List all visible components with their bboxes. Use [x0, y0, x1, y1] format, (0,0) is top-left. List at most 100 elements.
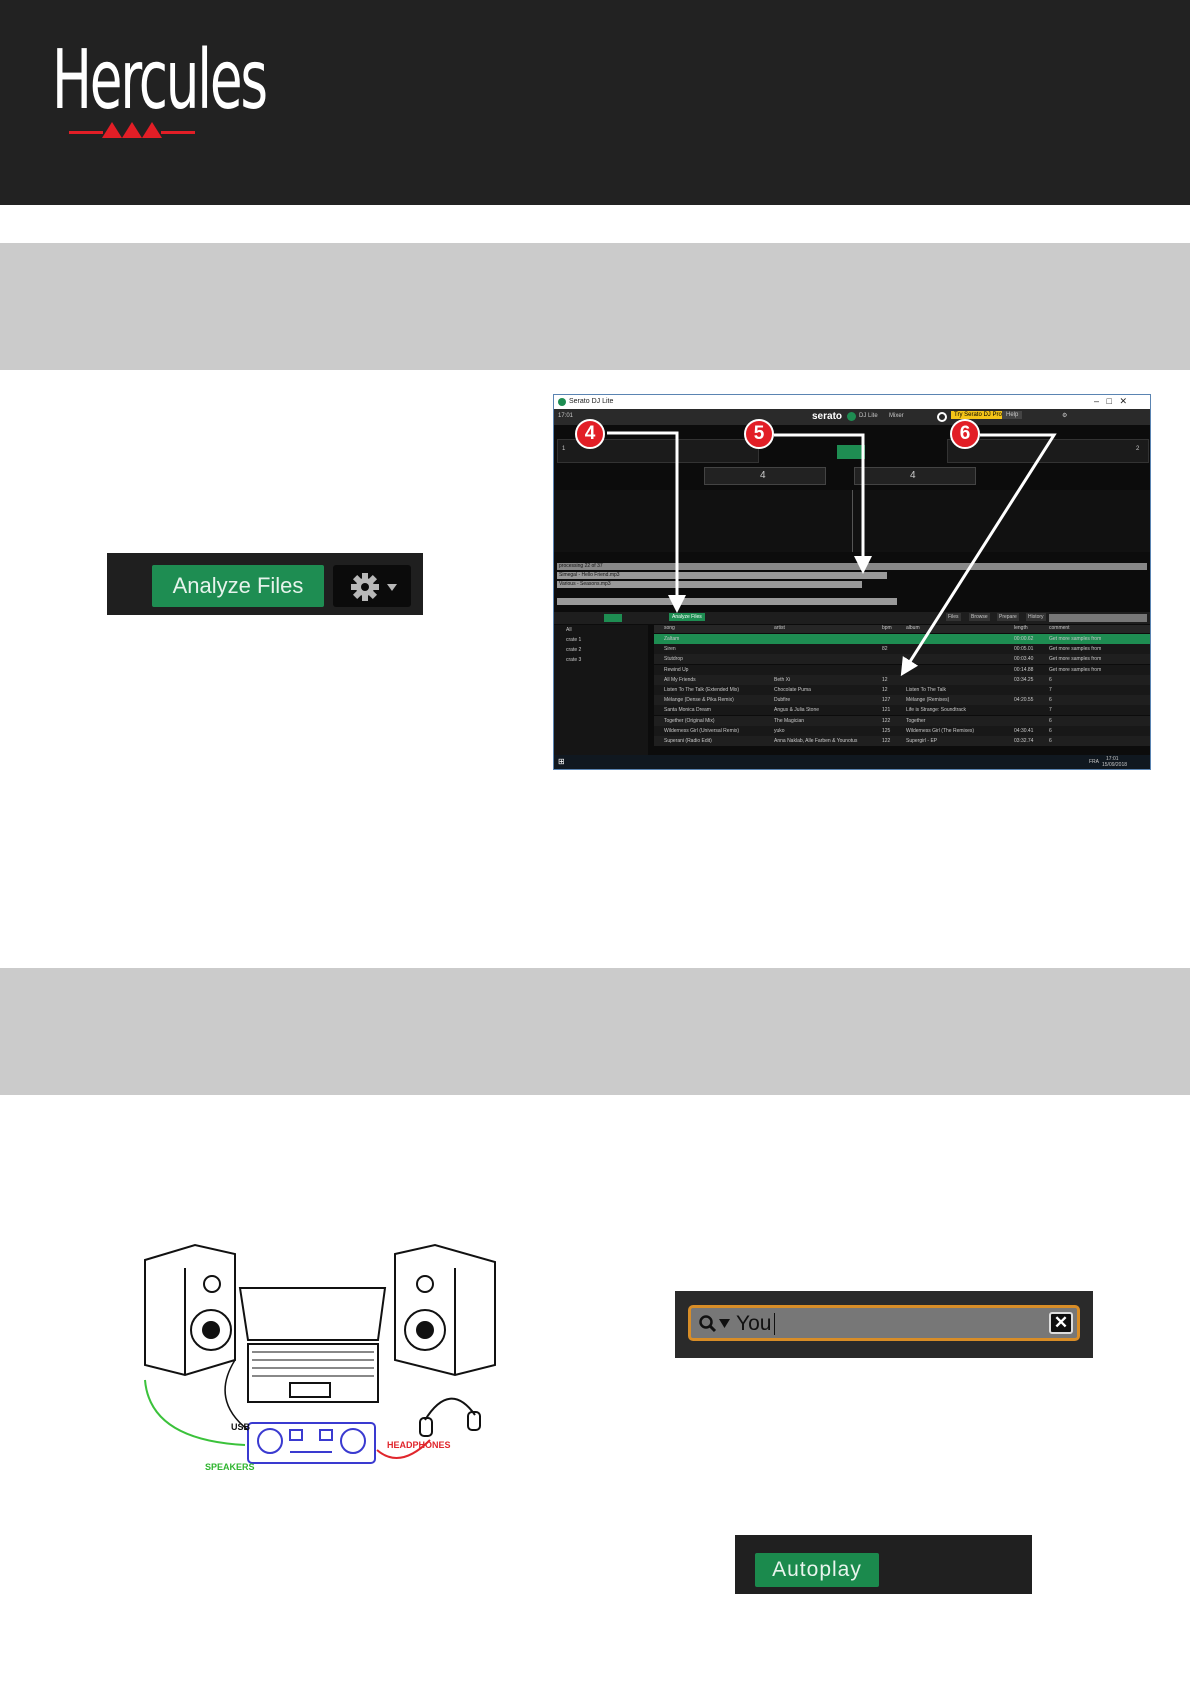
search-icon[interactable] — [937, 412, 947, 422]
table-cell-artist: Anna Naklab, Alle Farben & Younotus — [774, 738, 858, 744]
table-row[interactable]: Wilderness Girl (Universal Remix) yuko 125… — [654, 725, 1150, 736]
table-row[interactable]: Together (Original Mix) The Magician 122 To… — [654, 715, 1150, 726]
table-cell-bpm: 122 — [882, 717, 891, 724]
wiring-illustration — [144, 1243, 496, 1464]
table-cell-bpm: 12 — [882, 676, 888, 683]
table-cell-comment: 6 — [1049, 697, 1052, 704]
table-cell-artist: The Magician — [774, 717, 805, 724]
laptop-icon — [238, 1287, 387, 1403]
table-cell-album: Supergirl - EP — [906, 738, 938, 744]
table-cell-length: 00:05.01 — [1014, 646, 1034, 653]
window-controls: – □ ✕ — [1094, 396, 1127, 406]
table-cell-comment: 7 — [1049, 687, 1052, 693]
progress-row-1: processing 22 of 37 — [557, 563, 1147, 570]
search-field[interactable]: You ✕ — [688, 1305, 1080, 1341]
mini-search-field[interactable] — [1049, 614, 1147, 622]
table-cell-length: 04:20.55 — [1014, 697, 1034, 704]
table-cell-song: All My Friends — [664, 676, 696, 683]
table-cell-song: Superani (Radio Edit) — [664, 738, 712, 744]
settings-gear-icon[interactable]: ⚙ — [1062, 413, 1068, 419]
table-row[interactable]: Listen To The Talk (Extended Mix)Chocola… — [654, 685, 1150, 695]
headphones-icon — [419, 1397, 481, 1437]
help-button[interactable]: Help — [1002, 411, 1023, 419]
window-title: Serato DJ Lite — [569, 398, 614, 405]
table-cell-length: 00:00.62 — [1014, 636, 1034, 642]
serato-logo: serato — [812, 411, 843, 422]
table-cell-album: Mélange (Remixes) — [906, 697, 950, 704]
usb-cable — [224, 1359, 249, 1431]
analyze-files-button[interactable]: Analyze Files — [152, 565, 324, 607]
table-cell-song: Wilderness Girl (Universal Remix) — [664, 727, 740, 734]
settings-dropdown-button[interactable] — [333, 565, 411, 607]
progress-row-2: Simegal - Hello Friend.mp3 — [557, 572, 887, 579]
speakers-label: SPEAKERS — [205, 1462, 255, 1472]
left-speaker-icon — [144, 1243, 236, 1377]
table-cell-length: 00:03.40 — [1014, 656, 1034, 663]
table-cell-length: 03:32.74 — [1014, 738, 1034, 744]
table-cell-bpm: 121 — [882, 707, 891, 714]
table-cell-song: Listen To The Talk (Extended Mix) — [664, 687, 740, 693]
table-row[interactable]: Superani (Radio Edit) Anna Naklab, Alle F… — [654, 736, 1150, 746]
table-cell-length: 04:30.41 — [1014, 727, 1034, 734]
progress-row-3: Various - Seasons.mp3 — [557, 581, 862, 588]
table-cell-album: Together — [906, 717, 926, 724]
table-cell-bpm: 127 — [882, 697, 891, 704]
header-bar — [0, 0, 1190, 205]
window-titlebar: Serato DJ Lite – □ ✕ — [554, 395, 1150, 409]
table-cell-song: Rewind Up — [664, 666, 689, 673]
table-row[interactable]: Santa Monica Dream Angus & Julia Stone 121… — [654, 705, 1150, 716]
hercules-logo: Hercules — [52, 33, 268, 128]
table-cell-song: Together (Original Mix) — [664, 717, 715, 724]
headphones-label: HEADPHONES — [387, 1440, 451, 1450]
table-cell-bpm: 125 — [882, 727, 891, 734]
chevron-down-icon — [387, 584, 397, 591]
table-cell-comment: 6 — [1049, 727, 1052, 734]
speaker-cable-green — [144, 1379, 246, 1446]
table-cell-artist: yuko — [774, 727, 785, 734]
autoplay-button[interactable]: Autoplay — [755, 1553, 879, 1587]
album-view-toggle[interactable] — [604, 614, 622, 622]
gear-icon — [351, 573, 397, 601]
table-cell-bpm: 82 — [882, 646, 888, 653]
table-cell-bpm: 12 — [882, 687, 888, 693]
controller-icon — [247, 1422, 376, 1464]
deck-left-pitch: 4 — [704, 467, 826, 485]
upgrade-button[interactable]: Try Serato DJ Pro — [951, 411, 1005, 419]
table-cell-song: Zaltam — [664, 636, 680, 642]
table-cell-artist: Dubfire — [774, 697, 791, 704]
windows-start-icon[interactable]: ⊞ — [558, 757, 565, 766]
search-icon — [699, 1315, 717, 1333]
table-cell-song: Stutdrop — [664, 656, 683, 663]
table-cell-length: 00:14.88 — [1014, 666, 1034, 673]
clear-search-icon[interactable]: ✕ — [1049, 1312, 1073, 1334]
mini-analyze-button[interactable]: Analyze Files — [669, 613, 705, 621]
search-input[interactable]: You — [736, 1312, 772, 1335]
table-cell-length: 03:34.25 — [1014, 676, 1034, 683]
table-row[interactable]: Zaltam 00:00.62 Get more samples from — [654, 634, 1150, 644]
usb-label: USB — [231, 1422, 251, 1432]
callout-4: 4 — [575, 419, 605, 449]
table-cell-artist: Angus & Julia Stone — [774, 707, 820, 714]
windows-taskbar: ⊞ FRA 17:01 15/09/2018 — [554, 755, 1150, 769]
annotation-arrows — [607, 431, 1057, 677]
table-cell-comment: Get more samples from — [1049, 636, 1102, 642]
serato-topbar: 17:01 serato DJ Lite Mixer Try Serato DJ… — [554, 409, 1150, 425]
table-cell-comment: 6 — [1049, 676, 1052, 683]
callout-5: 5 — [744, 419, 774, 449]
table-cell-album: Wilderness Girl (The Remixes) — [906, 727, 975, 734]
sync-center-button[interactable] — [837, 445, 865, 459]
product-name: DJ Lite — [859, 413, 878, 419]
table-cell-comment: Get more samples from — [1049, 666, 1102, 673]
section-band-1 — [0, 243, 1190, 370]
track-table-header: song artist bpm album length comment — [654, 625, 1150, 633]
headphone-cable-red — [376, 1439, 431, 1459]
search-filter-dropdown-icon[interactable] — [719, 1319, 731, 1329]
table-cell-comment: Get more samples from — [1049, 656, 1102, 663]
table-cell-song: Santa Monica Dream — [664, 707, 711, 714]
right-speaker-icon — [394, 1243, 496, 1377]
progress-row-4 — [557, 598, 897, 605]
callout-6: 6 — [950, 419, 980, 449]
